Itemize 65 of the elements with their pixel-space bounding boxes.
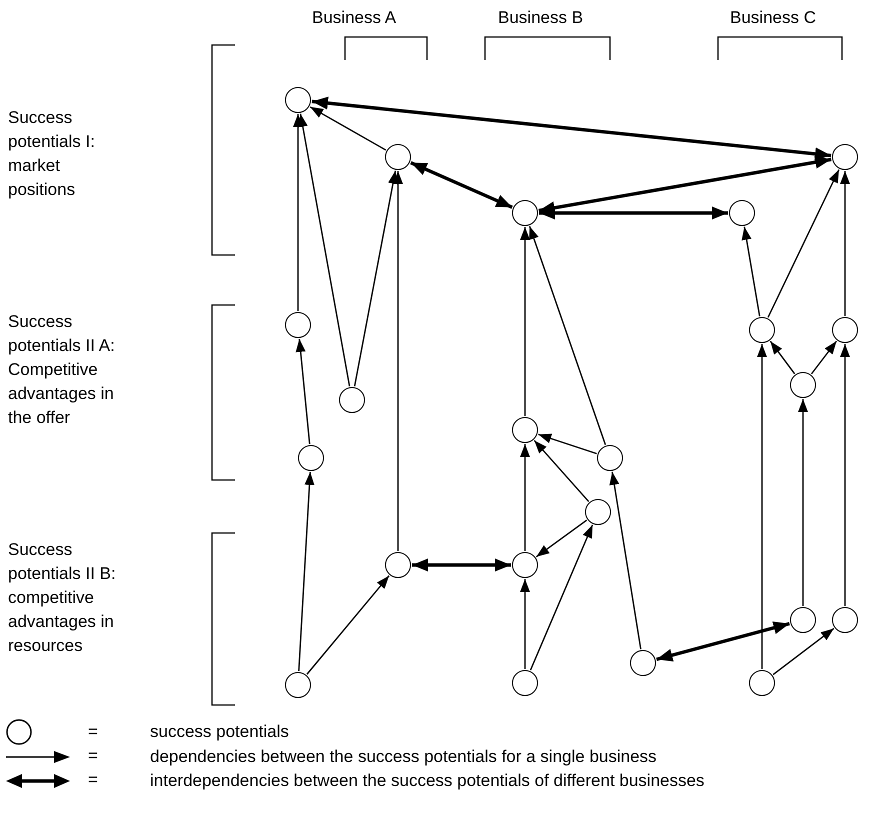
success-potential-circle — [285, 672, 311, 698]
success-potential-circle — [285, 87, 311, 113]
arrow — [530, 524, 594, 670]
arrow — [354, 170, 398, 386]
arrow — [742, 226, 760, 316]
double-arrow — [539, 206, 728, 220]
success-potential-circle — [832, 317, 858, 343]
double-arrow — [656, 622, 790, 662]
arrow — [520, 444, 530, 551]
success-potential-circle — [385, 144, 411, 170]
arrow — [767, 169, 840, 318]
success-potential-circle — [597, 445, 623, 471]
arrow — [298, 114, 350, 386]
success-potential-circle — [749, 670, 775, 696]
arrow — [306, 575, 390, 675]
success-potential-circle — [729, 200, 755, 226]
success-potential-circle — [512, 670, 538, 696]
arrow — [770, 340, 796, 374]
arrow — [296, 338, 310, 444]
equals-sign: = — [88, 745, 98, 767]
success-potential-circle — [790, 372, 816, 398]
success-potential-circle — [285, 312, 311, 338]
arrow — [520, 227, 530, 416]
arrow — [520, 579, 530, 669]
arrow — [840, 171, 850, 316]
equals-sign: = — [88, 721, 98, 743]
arrow — [798, 399, 808, 606]
arrow — [534, 440, 590, 502]
legend-text: success potentials — [150, 721, 289, 743]
success-potential-circle — [790, 607, 816, 633]
column-header: Business C — [730, 7, 816, 29]
row-label: Success potentials II A: Competitive advantages in the offer — [8, 311, 116, 429]
arrow — [298, 472, 314, 672]
success-potential-circle — [385, 552, 411, 578]
row-label: Success potentials I: market positions — [8, 107, 96, 201]
arrow — [393, 171, 403, 551]
equals-sign: = — [88, 769, 98, 791]
success-potential-circle — [512, 417, 538, 443]
arrow — [528, 226, 606, 445]
arrow — [538, 434, 597, 454]
arrow — [772, 628, 834, 676]
arrow — [757, 344, 767, 669]
arrow — [609, 472, 642, 650]
success-potential-circle — [512, 200, 538, 226]
success-potential-circle — [585, 499, 611, 525]
arrow — [810, 340, 838, 374]
double-arrow — [312, 96, 832, 160]
double-arrow — [412, 558, 511, 572]
arrow — [310, 106, 386, 151]
double-arrow — [410, 161, 513, 209]
legend-text: interdependencies between the success potentials of different businesses — [150, 770, 704, 792]
double-arrow — [538, 156, 832, 214]
arrow — [536, 520, 588, 558]
success-potential-circle — [512, 552, 538, 578]
success-potential-circle — [749, 317, 775, 343]
success-potential-circle — [298, 445, 324, 471]
success-potential-circle — [630, 650, 656, 676]
row-label: Success potentials II B: competitive advantages in resources — [8, 539, 117, 657]
column-header: Business A — [312, 7, 396, 29]
column-header: Business B — [498, 7, 584, 29]
success-potential-circle — [832, 607, 858, 633]
success-potential-circle — [339, 387, 365, 413]
success-potential-circle — [832, 144, 858, 170]
arrow — [840, 344, 850, 606]
legend-text: dependencies between the success potentials for a single business — [150, 746, 657, 768]
